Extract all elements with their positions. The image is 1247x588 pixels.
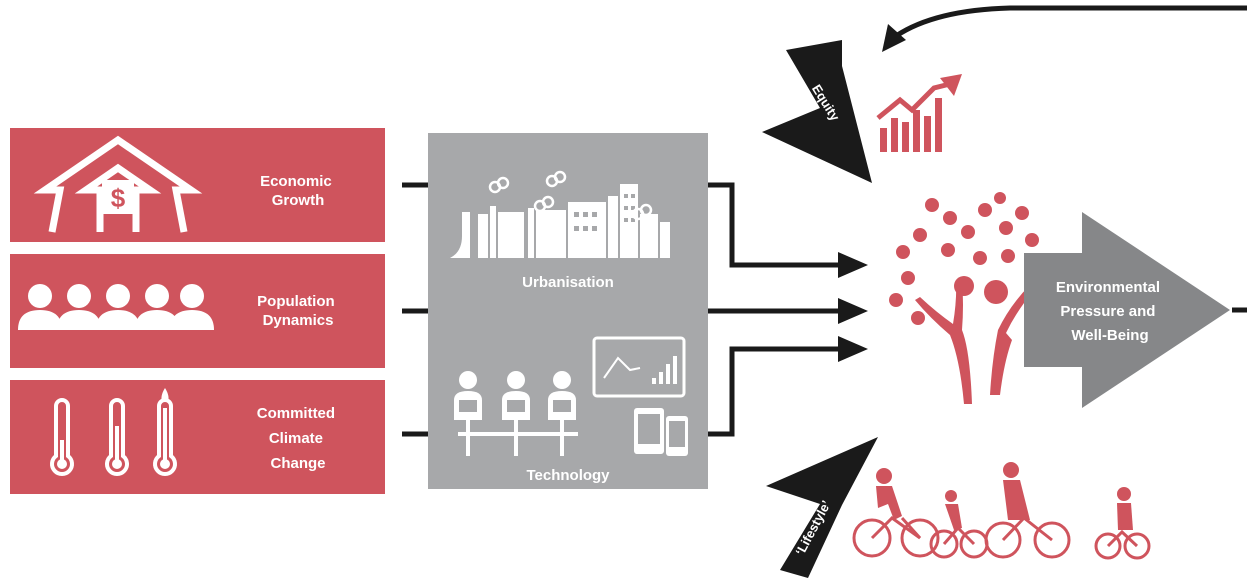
laptop-screens [459, 400, 571, 412]
outcome-arrow-shape [1024, 212, 1230, 408]
tablet-phone-icon [634, 408, 688, 456]
driver-box [10, 380, 385, 494]
smoke-clouds-icon [488, 170, 653, 221]
lifestyle-modifier: ‘Lifestyle’ [766, 437, 878, 578]
feedback-arrowhead [882, 24, 906, 52]
panel-output-arrows [708, 182, 842, 437]
driver-label: Committed Climate Change [257, 405, 340, 472]
family-cycling-icon [852, 515, 1151, 560]
analytics-monitor-icon [592, 336, 686, 398]
dollar-tag-icon [102, 180, 134, 214]
driver-label: Economic Growth [260, 173, 336, 209]
dollar-sign-icon: $ [111, 183, 126, 213]
driver-committed-climate-change: Committed Climate Change [10, 380, 385, 494]
outcome-environmental-pressure: Environmental Pressure and Well-Being [889, 192, 1247, 408]
technology-label: Technology [526, 467, 610, 484]
people-group-icon [18, 284, 214, 330]
urbanisation-technology-panel: Urbanisation [428, 133, 708, 489]
equity-arrow-shape [762, 40, 872, 183]
upper-output-arrow [708, 182, 842, 268]
driver-label: Population Dynamics [257, 293, 339, 329]
driver-economic-growth: $ Economic Growth [10, 128, 385, 242]
cyclists-figures [876, 462, 1133, 530]
house-dollar-icon [33, 135, 203, 233]
feedback-curve-arrow [894, 5, 1247, 39]
rising-bar-chart-icon [876, 74, 962, 152]
skyline-windows [574, 194, 635, 231]
outcome-label: Environmental Pressure and Well-Being [1056, 279, 1164, 344]
driver-population-dynamics: Population Dynamics [10, 254, 385, 368]
urbanisation-label: Urbanisation [522, 274, 614, 291]
thermometer-mercury [57, 388, 170, 469]
driver-connectors [402, 182, 428, 437]
output-arrowheads [838, 252, 868, 362]
lifestyle-arrow-shape [766, 437, 878, 578]
lower-output-arrow [708, 346, 842, 437]
equity-modifier: Equity [762, 40, 872, 183]
driver-box [10, 128, 385, 242]
